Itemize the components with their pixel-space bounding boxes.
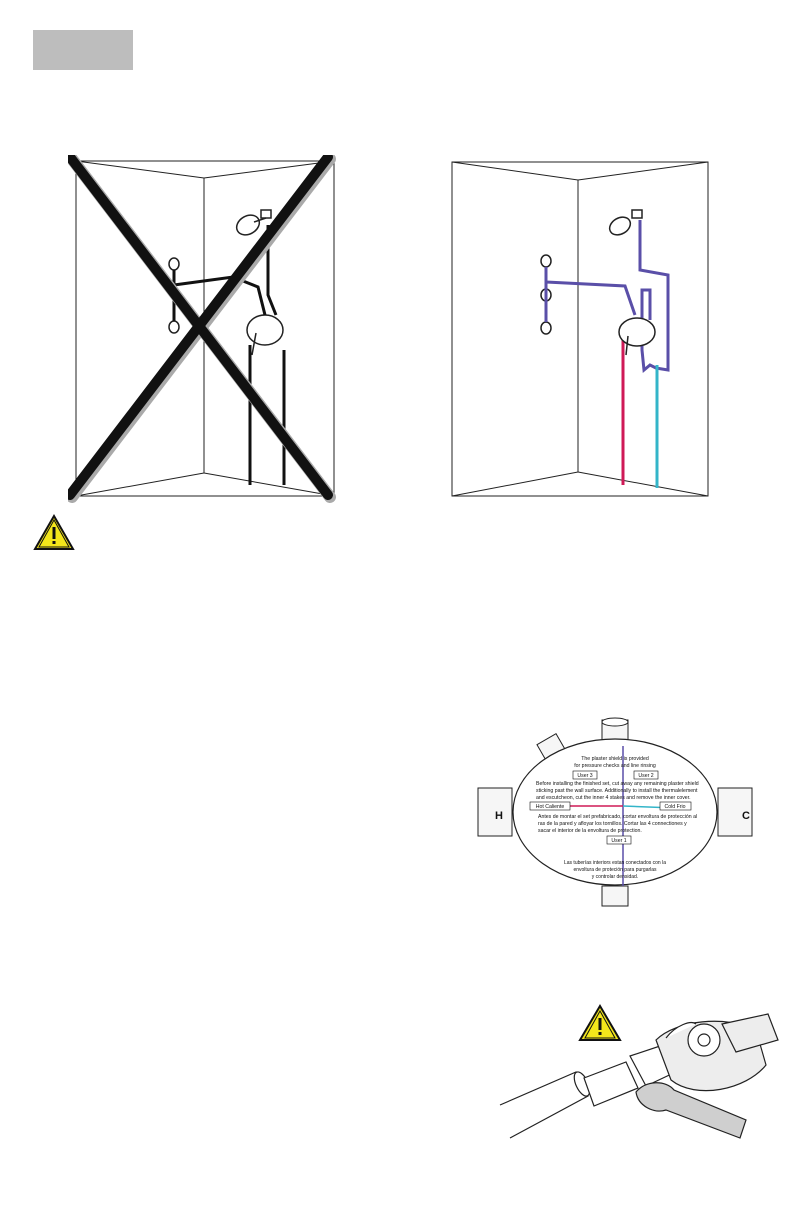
guard-line-2: for pressure checks and line rinsing — [574, 763, 656, 769]
guard-para-en-1: Before installing the finished set, cut … — [536, 781, 699, 787]
guard-footer-3: y controlar densidad. — [592, 874, 638, 880]
section-tab — [33, 30, 133, 70]
label-cold: Cold Frio — [664, 804, 685, 810]
guard-line-1: The plaster shield is provided — [581, 756, 649, 762]
guard-para-en-3: and escutcheon, cut the inner 4 stakes a… — [536, 795, 691, 801]
guard-para-en-2: sticking past the wall surface. Addition… — [536, 788, 698, 794]
warning-triangle-icon — [33, 514, 75, 550]
shower-head-icon — [608, 209, 643, 236]
wrench-valve-diagram — [499, 1013, 779, 1139]
valve-handle-icon — [618, 317, 656, 356]
valve-handle-icon — [246, 314, 284, 356]
guard-footer-2: envoltura de proteción para purgarlas — [573, 867, 657, 873]
correct-plumbing-diagram — [451, 161, 709, 497]
hot-side-label: H — [495, 810, 503, 822]
label-user2: User 2 — [638, 773, 653, 779]
incorrect-plumbing-diagram — [68, 155, 336, 503]
label-hot: Hot Caliente — [536, 804, 565, 810]
shower-head-icon — [235, 209, 272, 236]
guard-para-es-1: Antes de montar el set prefabricado, cor… — [538, 814, 697, 820]
plaster-guard-diagram: H C The plaster shield is provided for p… — [477, 717, 753, 907]
warning-triangle-icon — [578, 1004, 622, 1041]
guard-footer-1: Las tuberías interiors estan conectados … — [564, 860, 666, 866]
cold-side-label: C — [742, 810, 750, 822]
guard-para-es-3: sacar el interior de la envoltura de pro… — [538, 828, 642, 834]
label-user3: User 3 — [577, 773, 592, 779]
guard-para-es-2: ras de la pared y afloyar los tornillos.… — [538, 821, 687, 827]
label-user1: User 1 — [611, 838, 626, 844]
